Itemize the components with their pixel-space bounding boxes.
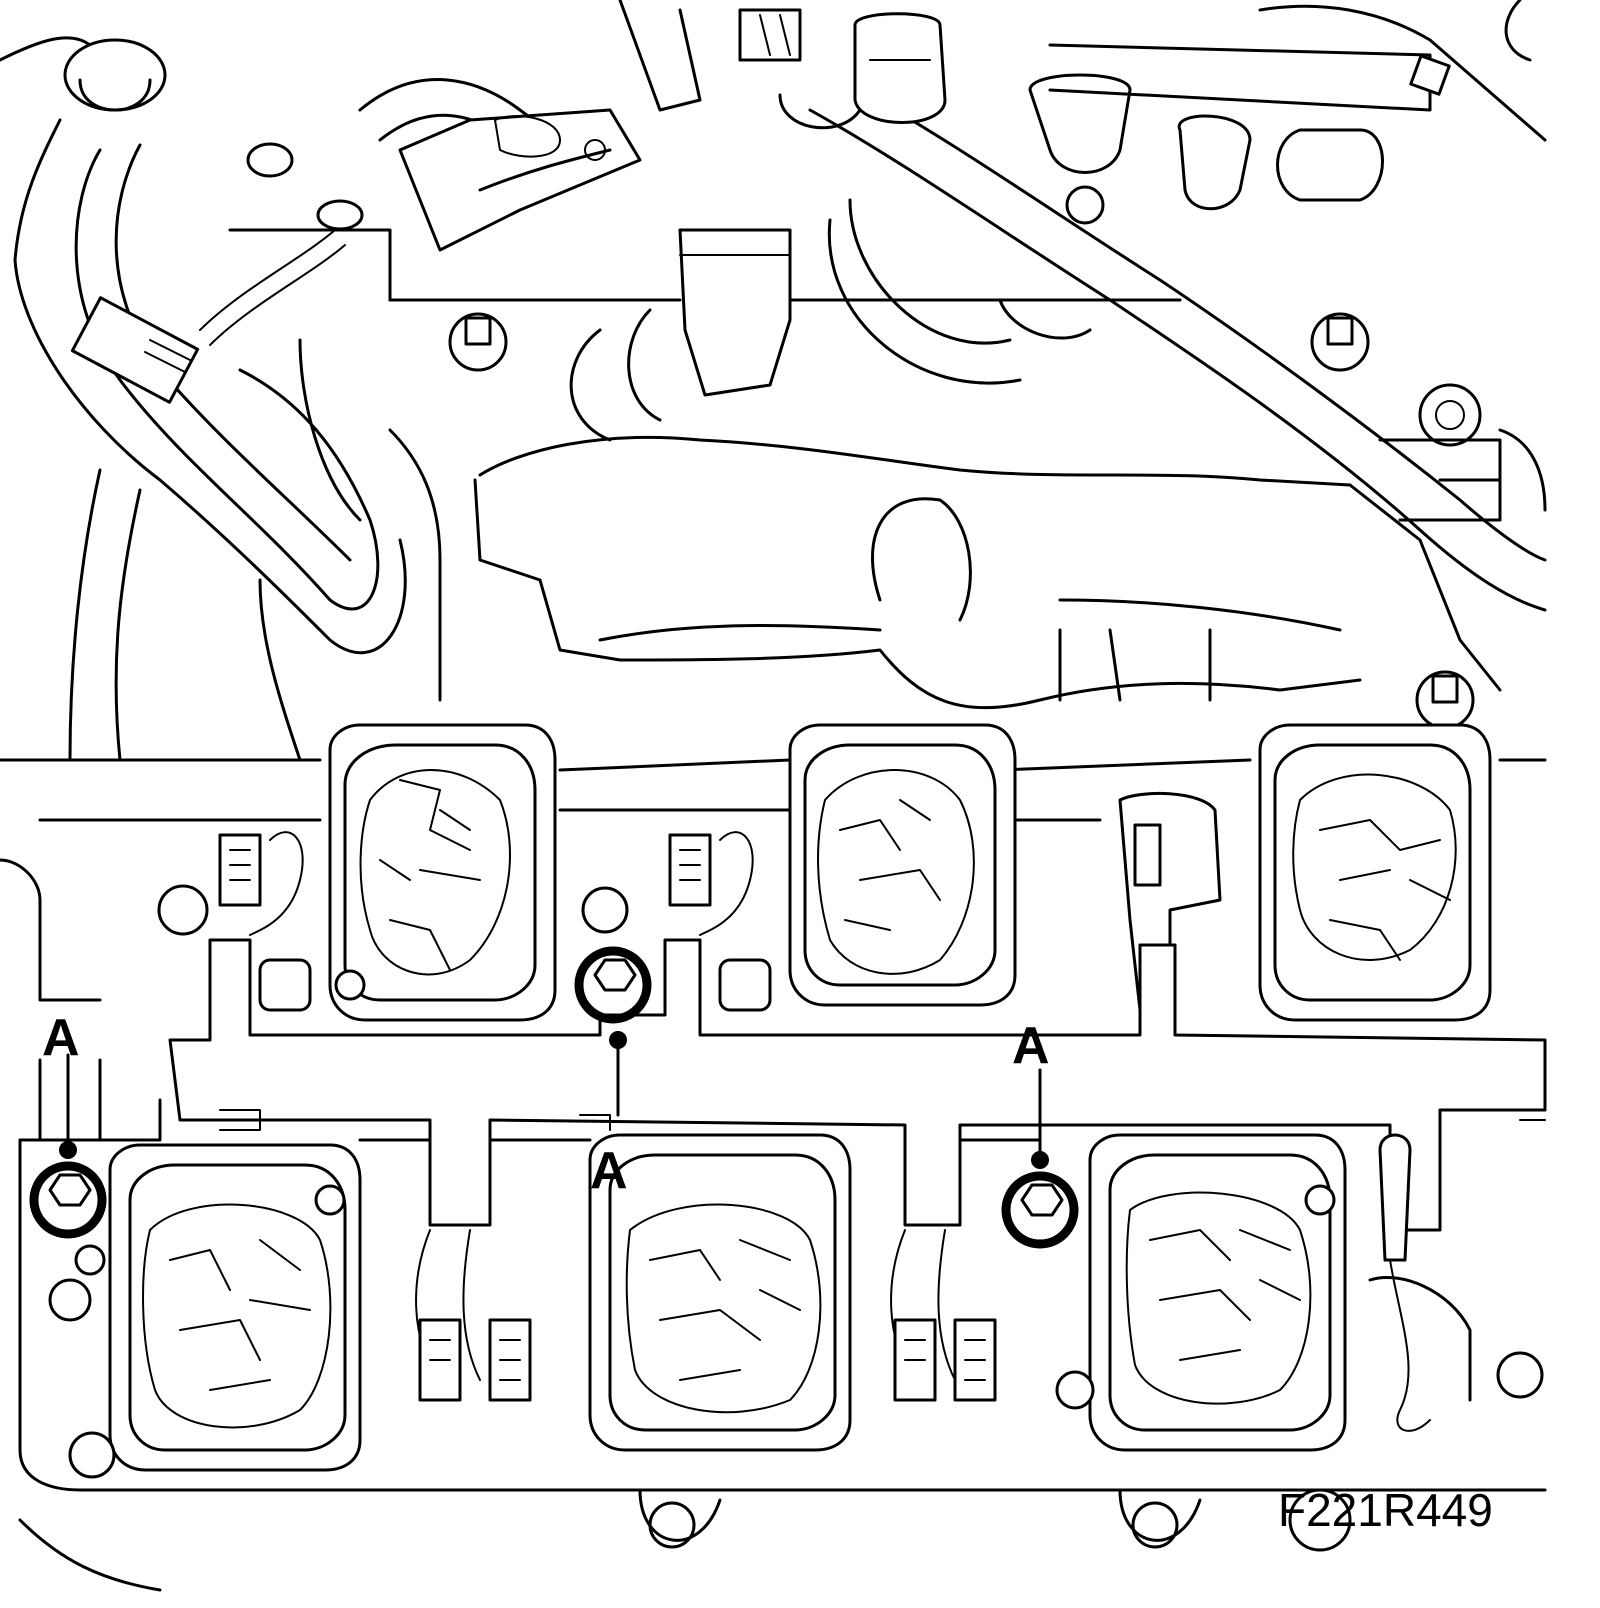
- callout-label-a-right: A: [1012, 1017, 1050, 1075]
- upper-intake-ports: [0, 723, 1547, 1022]
- callout-bolt-center: [574, 946, 652, 1117]
- lower-intake-ports: [18, 1098, 1547, 1592]
- lower-port-2: [588, 1133, 852, 1452]
- callout-label-a-center: A: [590, 1142, 628, 1200]
- upper-harness-and-hoses: [0, 0, 1547, 762]
- figure-id: F221R449: [1278, 1484, 1493, 1536]
- upper-port-2: [788, 723, 1017, 1007]
- upper-bolt-right: [1310, 312, 1370, 372]
- callout-bolt-left: [29, 1053, 107, 1239]
- upper-port-3: [1258, 723, 1492, 1022]
- fuel-rail: [168, 938, 1547, 1232]
- callout-label-a-left: A: [42, 1009, 80, 1067]
- sensor-probe-right: [1368, 1133, 1472, 1432]
- upper-bolt-far-right: [1415, 670, 1475, 730]
- lower-connector-1: [415, 1229, 532, 1402]
- upper-port-1: [328, 723, 557, 1022]
- lower-port-3: [1088, 1133, 1347, 1452]
- callout-bolt-right: [1001, 1068, 1079, 1249]
- upper-connector-1: [218, 831, 312, 1012]
- upper-bolt-left: [448, 312, 508, 372]
- lower-port-1: [48, 1143, 362, 1472]
- upper-connector-2: [668, 831, 772, 1012]
- lower-connector-2: [890, 1229, 997, 1402]
